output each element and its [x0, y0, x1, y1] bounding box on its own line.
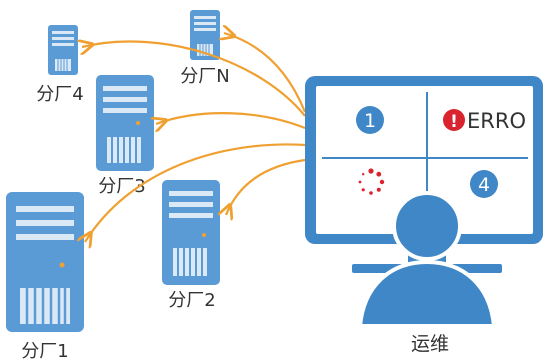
arrow-to-server-1 — [85, 143, 306, 242]
server-2-label: 分厂2 — [168, 290, 215, 311]
server-2-icon — [162, 180, 220, 285]
arrow-to-server-4 — [82, 42, 306, 117]
server-1-label: 分厂1 — [21, 341, 68, 361]
error-icon — [443, 109, 465, 131]
arrow-to-server-3 — [156, 112, 306, 128]
loading-spinner-icon — [358, 168, 385, 195]
server-4-label: 分厂4 — [36, 84, 83, 105]
quadrant-1-badge — [356, 106, 384, 134]
operator-label: 运维 — [411, 333, 449, 355]
server-1-icon — [6, 192, 84, 332]
operator-person-icon — [357, 191, 497, 328]
server-n-label: 分厂N — [180, 66, 229, 87]
server-n-icon — [190, 10, 220, 60]
server-3-icon — [96, 75, 154, 171]
error-text: ERRO — [467, 109, 526, 133]
quadrant-1-number: 1 — [364, 110, 376, 132]
server-3-label: 分厂3 — [98, 176, 145, 197]
quadrant-4-badge — [470, 170, 498, 198]
quadrant-4-number: 4 — [478, 174, 490, 196]
server-4-icon — [48, 25, 78, 75]
arrow-to-server-n — [224, 33, 307, 113]
error-icon-mark: ! — [450, 112, 458, 132]
connection-arrows — [82, 33, 307, 242]
arrow-to-server-2 — [226, 158, 306, 215]
